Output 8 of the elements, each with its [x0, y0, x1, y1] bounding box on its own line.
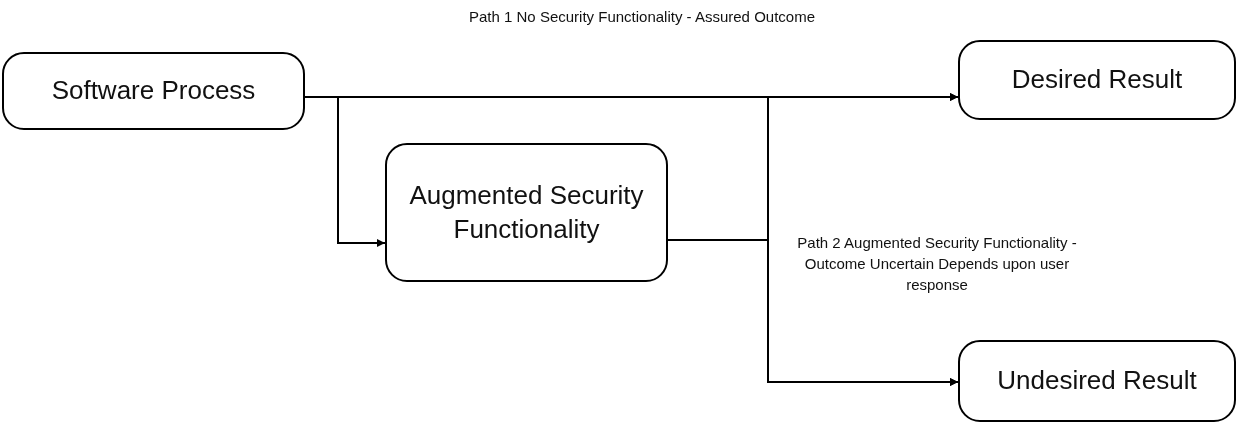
process-box: [958, 340, 1236, 422]
process-box: [2, 52, 305, 130]
process-box: [385, 143, 668, 282]
node-text: Software Process: [51, 74, 256, 108]
process-box: [958, 40, 1236, 120]
node-text: Undesired Result: [997, 364, 1197, 398]
node-text: Desired Result: [1011, 63, 1183, 97]
node-text: Augmented Security Functionality: [408, 178, 645, 246]
